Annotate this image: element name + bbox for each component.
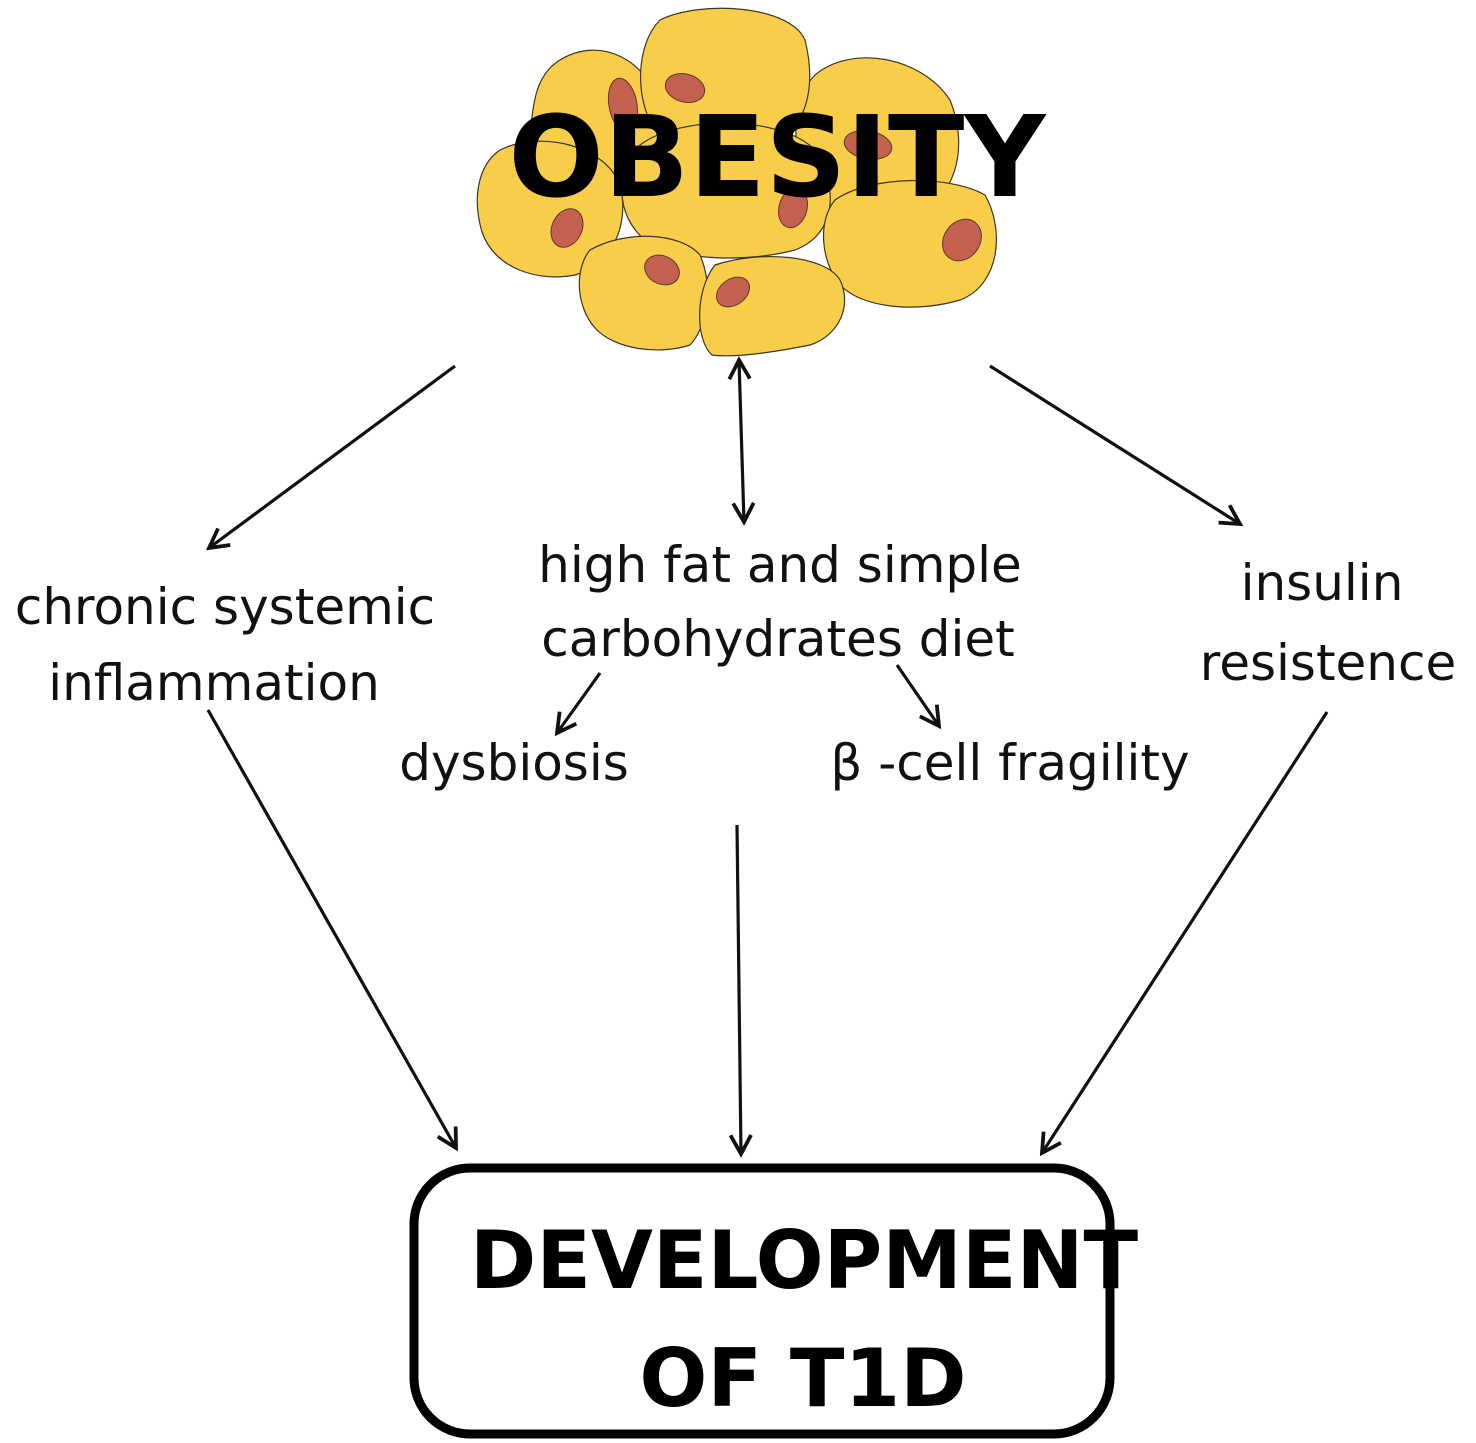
arrow-obesity-to-insulin-resistance <box>989 364 1240 524</box>
dysbiosis-label: dysbiosis <box>399 734 629 792</box>
arrow-obesity-diet-bidirectional <box>739 360 744 522</box>
obesity-title: OBESITY <box>509 93 1048 223</box>
fat-cell-cluster <box>476 7 997 357</box>
t1d-title-line1: DEVELOPMENT <box>470 1214 1139 1307</box>
inflammation-label-line2: inflammation <box>48 654 380 712</box>
inflammation-label-line1: chronic systemic <box>15 578 435 636</box>
cell-nucleus <box>550 208 584 248</box>
insulin-resistance-label-line1: insulin <box>1241 554 1404 612</box>
fat-cell <box>699 256 846 357</box>
beta-cell-fragility-label: β -cell fragility <box>830 734 1189 792</box>
arrow-diet-to-t1d <box>737 824 741 1154</box>
cell-nucleus <box>942 218 982 262</box>
arrow-insulin-resistance-to-t1d <box>1042 711 1329 1153</box>
diet-label-line2: carbohydrates diet <box>541 610 1015 668</box>
arrow-diet-to-dysbiosis <box>557 672 602 733</box>
cell-nucleus <box>843 130 893 160</box>
cell-nucleus <box>715 276 751 308</box>
cell-nucleus <box>607 77 639 133</box>
t1d-box <box>409 1163 1115 1439</box>
cell-nucleus <box>778 187 808 229</box>
arrow-inflammation-to-t1d <box>206 709 456 1148</box>
fat-cell <box>578 235 709 351</box>
fat-cell <box>621 122 831 259</box>
t1d-title-line2: OF T1D <box>639 1332 966 1425</box>
insulin-resistance-label-line2: resistence <box>1200 634 1457 692</box>
arrow-diet-to-beta-cell-fragility <box>895 664 939 726</box>
diet-label-line1: high fat and simple <box>538 536 1022 594</box>
cell-nucleus <box>664 73 706 103</box>
arrow-obesity-to-inflammation <box>209 364 456 548</box>
cell-nucleus <box>644 254 680 286</box>
